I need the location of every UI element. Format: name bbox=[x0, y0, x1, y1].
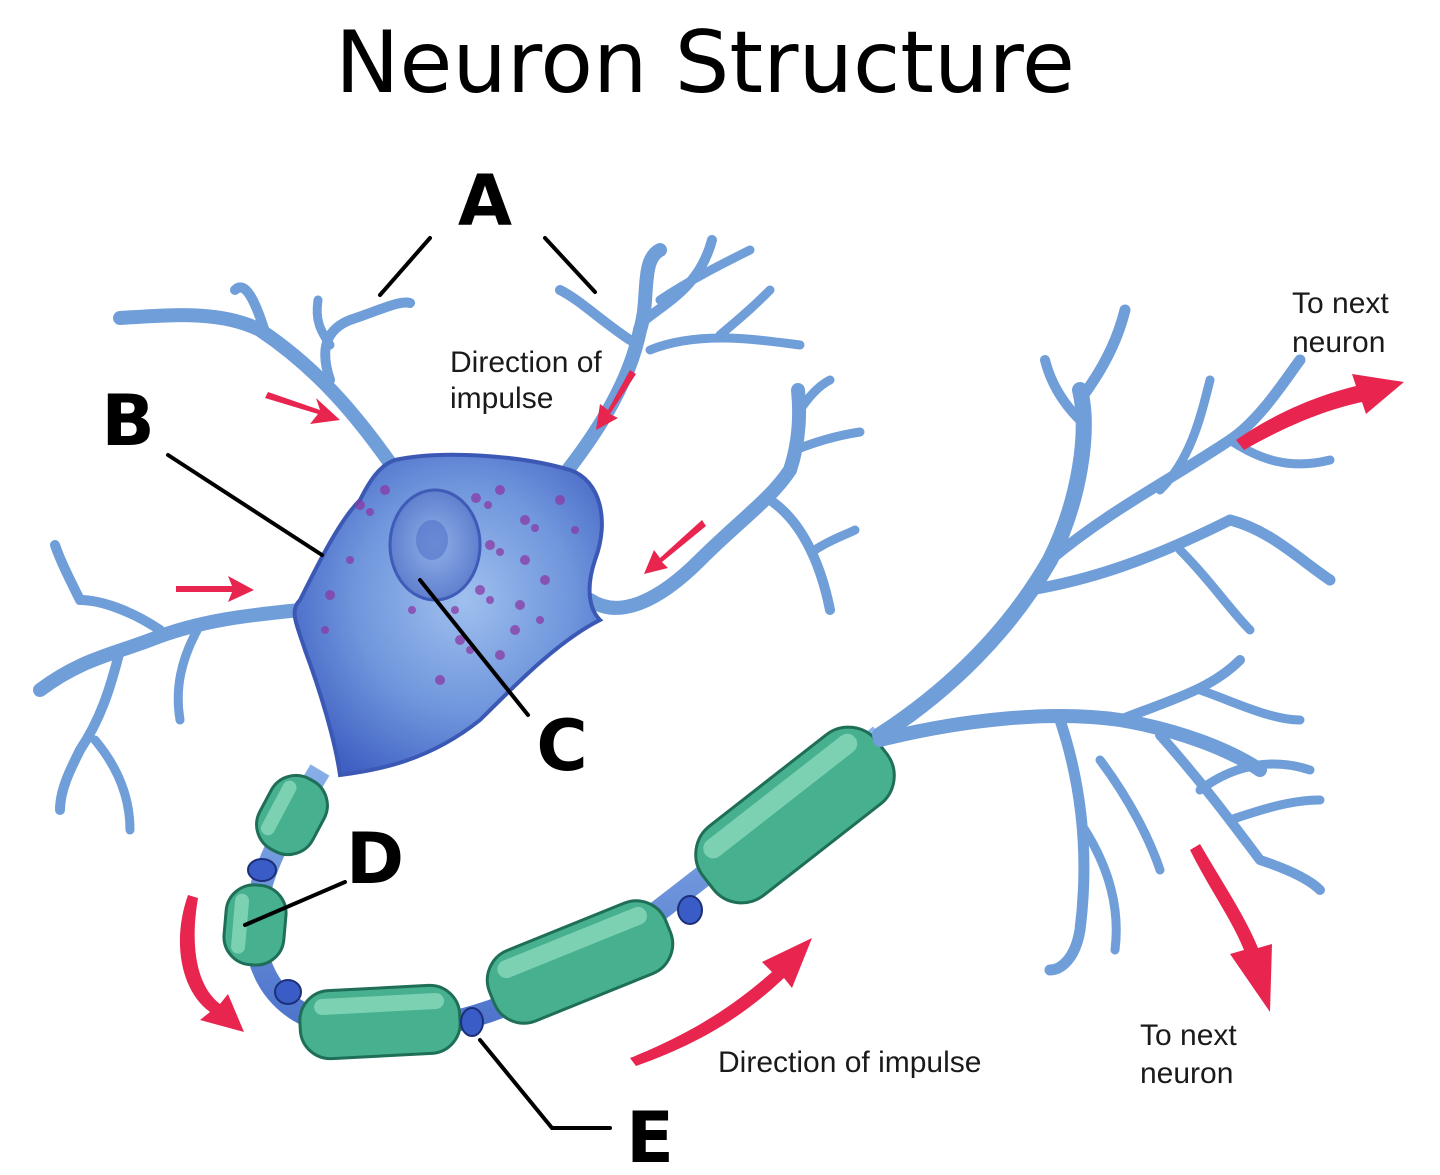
direction-of-impulse-top-2: impulse bbox=[450, 382, 553, 415]
arrow-icon bbox=[1236, 374, 1404, 450]
label-a-dendrites: A bbox=[458, 160, 512, 242]
label-c-nucleus: C bbox=[536, 705, 587, 787]
arrow-icon bbox=[265, 392, 340, 424]
to-next-neuron-bottom: To next bbox=[1140, 1019, 1237, 1052]
axon bbox=[222, 725, 896, 1061]
arrow-icon bbox=[644, 520, 706, 574]
direction-of-impulse-top: Direction of bbox=[450, 346, 602, 379]
arrow-icon bbox=[630, 938, 812, 1066]
label-d-myelin-sheath: D bbox=[346, 818, 404, 900]
to-next-neuron-top: To next bbox=[1292, 287, 1389, 320]
leader-lines bbox=[166, 236, 612, 1130]
arrow-icon bbox=[1190, 844, 1272, 1012]
nodes-of-ranvier bbox=[247, 858, 703, 1037]
arrow-icon bbox=[596, 370, 636, 430]
myelin-sheaths bbox=[222, 725, 896, 1061]
nissl-granules bbox=[321, 485, 579, 685]
impulse-arrows bbox=[176, 370, 1404, 1066]
arrow-icon bbox=[179, 895, 244, 1032]
to-next-neuron-bottom-2: neuron bbox=[1140, 1057, 1233, 1090]
direction-of-impulse-bottom: Direction of impulse bbox=[718, 1046, 981, 1079]
nucleolus bbox=[416, 520, 448, 560]
dendrites bbox=[33, 235, 865, 835]
axon-terminals bbox=[872, 304, 1336, 976]
arrow-icon bbox=[176, 576, 254, 602]
label-b-cell-body: B bbox=[101, 380, 154, 462]
label-e-node-of-ranvier: E bbox=[626, 1097, 674, 1175]
page-title: Neuron Structure bbox=[335, 13, 1075, 113]
to-next-neuron-top-2: neuron bbox=[1292, 326, 1385, 359]
